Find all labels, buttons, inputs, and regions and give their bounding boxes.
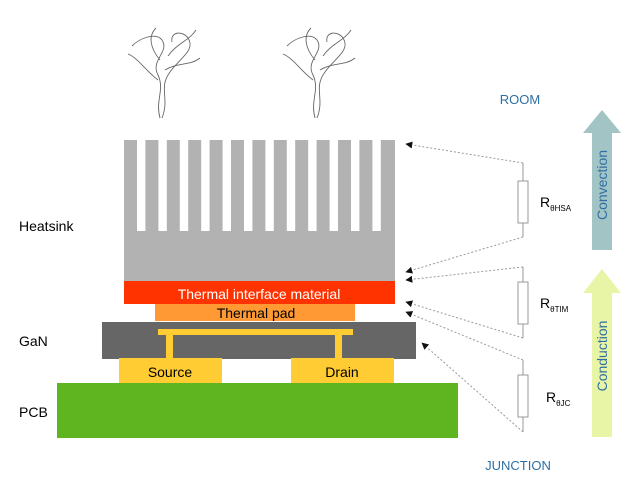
drain-pad [291,358,394,383]
conduction-arrow: Conduction [583,269,621,437]
convection-label: Convection [594,150,610,220]
smoke-icon-left [127,27,201,119]
pcb-label: PCB [19,404,48,420]
resistor-label-tim: RθTIM [540,295,569,314]
room-label: ROOM [500,92,540,107]
convection-arrow: Convection [583,110,621,250]
gan-die [102,322,416,359]
thermal-resistor-network [517,163,529,432]
conduction-label: Conduction [594,321,610,392]
thermal-interface-material [124,281,395,304]
drain-label: Drain [325,364,358,380]
tim-label: Thermal interface material [178,286,341,302]
junction-label: JUNCTION [485,458,551,473]
gan-label: GaN [19,333,48,349]
source-label: Source [148,364,193,380]
resistor-label-jc: RθJC [546,389,571,408]
source-pad [119,358,222,383]
svg-text:RθJC: RθJC [546,389,571,408]
dotted-connectors [405,141,524,433]
heatsink [124,140,395,281]
die-interconnect [158,329,353,360]
smoke-icon-right [282,27,356,119]
resistor-label-hsa: RθHSA [540,194,572,213]
svg-text:RθHSA: RθHSA [540,194,572,213]
svg-text:RθTIM: RθTIM [540,295,569,314]
heatsink-label: Heatsink [19,218,74,234]
thermal-pad-label: Thermal pad [217,305,296,321]
thermal-pad [155,304,355,321]
pcb [57,383,458,438]
